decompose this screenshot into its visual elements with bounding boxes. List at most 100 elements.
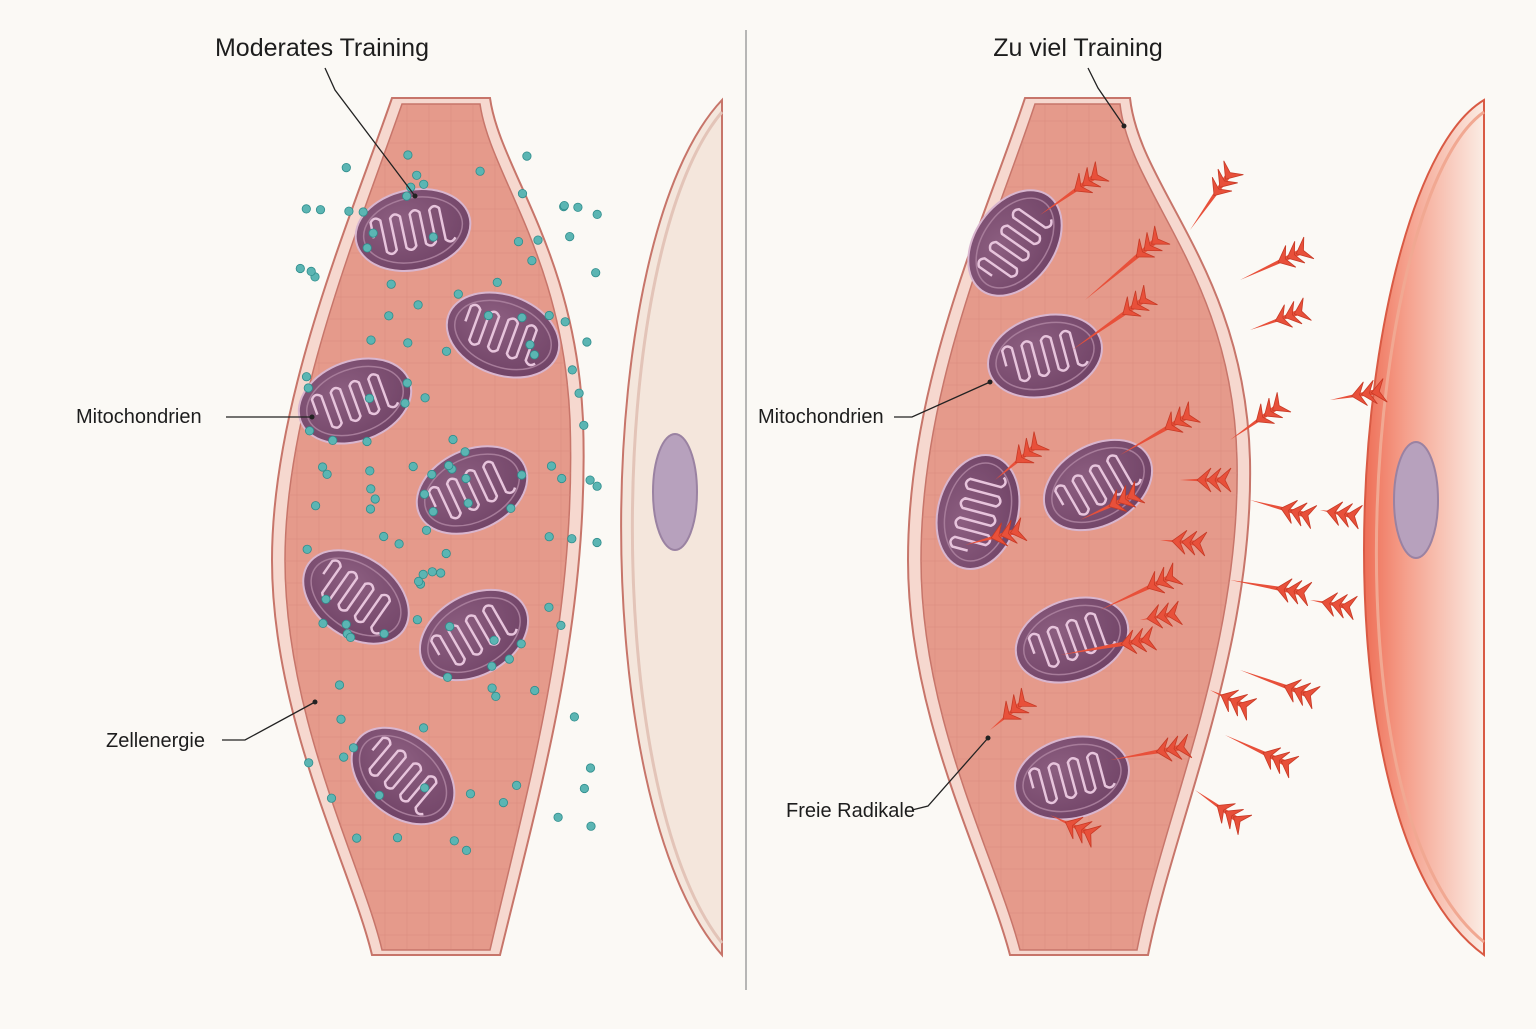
- energy-dot-icon: [465, 789, 476, 799]
- energy-dot-icon: [412, 170, 422, 180]
- mitochondrion-icon: [415, 445, 529, 535]
- energy-dot-icon: [341, 163, 351, 173]
- right-title-leader: [1087, 67, 1125, 127]
- left-panel: Moderates Training Mitochondrien Zellene…: [76, 34, 724, 958]
- left-mitochondria-label: Mitochondrien: [76, 406, 202, 428]
- energy-dot-icon: [579, 420, 589, 430]
- energy-dot-icon: [544, 602, 554, 612]
- energy-dot-icon: [586, 821, 596, 831]
- energy-dot-icon: [517, 470, 527, 480]
- energy-dot-icon: [379, 629, 389, 639]
- energy-dot-icon: [567, 534, 577, 544]
- energy-dot-icon: [408, 461, 418, 472]
- energy-dot-icon: [489, 635, 499, 645]
- mitochondrion-icon: [1042, 438, 1154, 532]
- free-radical-icon: [1310, 592, 1358, 621]
- mitochondrion-icon: [354, 188, 472, 272]
- energy-dot-icon: [592, 481, 602, 491]
- right-mitochondria-leader: [894, 381, 991, 418]
- energy-dot-icon: [420, 783, 430, 793]
- energy-dot-icon: [317, 462, 328, 472]
- free-radical-icon: [1120, 401, 1201, 455]
- mitochondrion-icon: [967, 189, 1063, 297]
- energy-dot-icon: [559, 201, 569, 211]
- energy-dot-icon: [402, 191, 412, 201]
- energy-dot-icon: [574, 388, 584, 398]
- energy-dot-icon: [487, 683, 497, 693]
- free-radical-icon: [1100, 562, 1184, 610]
- energy-dot-icon: [328, 435, 338, 445]
- right-panel-title: Zu viel Training: [993, 34, 1163, 62]
- right-radicals-leader: [911, 737, 989, 811]
- energy-dot-icon: [315, 205, 326, 215]
- energy-dot-icon: [527, 255, 537, 266]
- energy-dot-icon: [379, 531, 389, 542]
- right-radicals-label: Freie Radikale: [786, 800, 915, 822]
- free-radical-icon: [1190, 160, 1244, 230]
- energy-dot-icon: [511, 780, 522, 791]
- free-radical-icon: [1330, 378, 1388, 406]
- free-radical-icon: [1250, 297, 1312, 330]
- energy-dot-icon: [368, 228, 378, 238]
- energy-dot-icon: [546, 461, 557, 471]
- energy-dot-icon: [403, 338, 413, 348]
- free-radical-icon: [1072, 285, 1158, 350]
- energy-dot-icon: [386, 279, 396, 289]
- energy-dot-icon: [336, 714, 346, 724]
- energy-dot-icon: [544, 310, 554, 321]
- energy-dot-icon: [585, 475, 595, 485]
- free-radical-icon: [965, 517, 1028, 547]
- free-radical-icon: [1230, 578, 1313, 607]
- energy-dot-icon: [553, 812, 563, 822]
- left-adjacent-cell: [620, 97, 724, 958]
- free-radicals-group: [965, 160, 1388, 848]
- energy-dot-icon: [310, 501, 321, 511]
- energy-dot-icon: [301, 204, 311, 214]
- energy-dot-icon: [366, 484, 376, 494]
- energy-dot-icon: [567, 365, 577, 375]
- energy-dot-icon: [364, 393, 375, 403]
- energy-dot-icon: [513, 237, 524, 247]
- energy-dot-icon: [544, 532, 554, 542]
- right-mitochondria-group: [935, 189, 1154, 821]
- energy-dot-icon: [592, 209, 602, 219]
- mitochondrion-icon: [1014, 596, 1130, 684]
- energy-dot-icon: [318, 618, 328, 629]
- energy-dot-icon: [560, 317, 570, 327]
- mitochondrion-icon: [1014, 735, 1130, 821]
- energy-dot-icon: [406, 182, 416, 192]
- energy-dot-icon: [579, 783, 590, 794]
- energy-dot-icon: [491, 691, 501, 702]
- energy-dot-icon: [358, 207, 368, 217]
- energy-dot-icon: [344, 206, 354, 216]
- energy-dot-icon: [302, 544, 312, 554]
- free-radical-icon: [990, 687, 1037, 730]
- energy-dot-icon: [517, 312, 527, 323]
- free-radical-icon: [1040, 161, 1110, 215]
- energy-dot-icon: [321, 594, 331, 604]
- free-radical-icon: [1250, 499, 1318, 529]
- energy-dot-icon: [504, 654, 514, 664]
- free-radical-icon: [1320, 501, 1363, 530]
- right-panel: Zu viel Training Mitochondrien Freie Rad…: [758, 34, 1485, 957]
- free-radical-icon: [1080, 481, 1146, 520]
- energy-dot-icon: [461, 845, 472, 856]
- energy-dot-icon: [362, 243, 372, 253]
- energy-dot-icon: [516, 639, 526, 649]
- energy-dots-group: [295, 150, 602, 856]
- energy-dot-icon: [365, 466, 375, 476]
- left-energy-leader: [222, 701, 316, 741]
- energy-dot-icon: [418, 723, 429, 733]
- energy-dot-icon: [322, 469, 332, 479]
- energy-dot-icon: [461, 473, 471, 484]
- energy-dot-icon: [400, 398, 410, 408]
- energy-dot-icon: [427, 567, 437, 577]
- energy-dot-icon: [529, 350, 540, 360]
- energy-dot-icon: [525, 340, 535, 350]
- energy-dot-icon: [453, 289, 463, 299]
- left-energy-label: Zellenergie: [106, 730, 205, 752]
- mitochondrion-icon: [987, 313, 1103, 399]
- right-mitochondria-label: Mitochondrien: [758, 406, 884, 428]
